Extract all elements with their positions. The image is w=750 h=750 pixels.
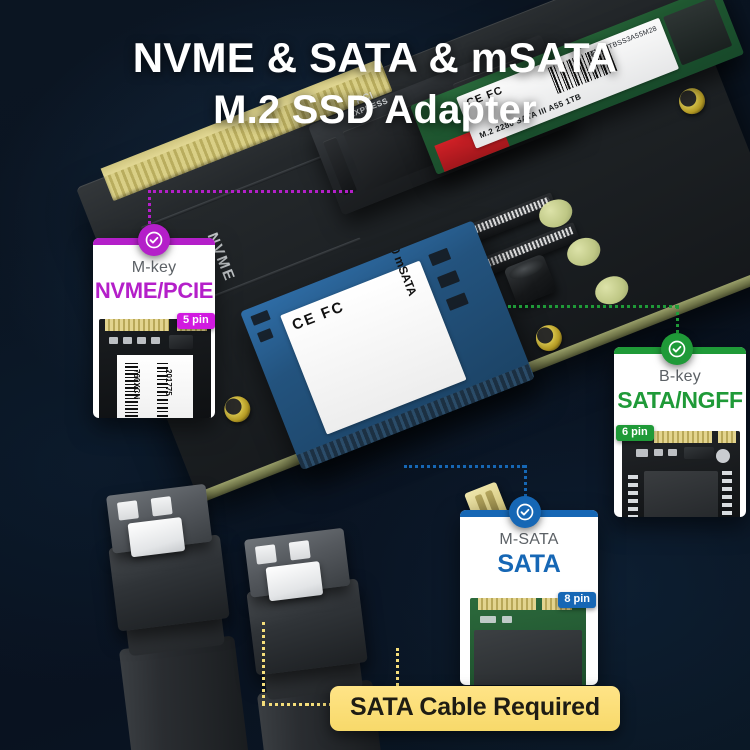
title-line-2: M.2 SSD Adapter [213,88,537,132]
page-title: NVME & SATA & mSATA M.2 SSD Adapter [0,32,750,136]
callout-photo-b-key: 6 pin [614,421,746,517]
check-circle-icon [668,340,686,358]
sata-cable-required-banner: SATA Cable Required [330,686,620,731]
callout-photo-m-key: 760XCN 201775 5 pin [93,311,215,418]
banner-line-left-vertical [262,622,265,704]
callout-card-m-key[interactable]: M-key NVME/PCIE 760XCN 201775 5 pin [93,238,215,418]
mounting-hole [532,321,566,355]
callout-subtitle-b-key: B-key [659,368,701,385]
callout-line-m-key-horizontal [148,190,353,193]
badge-m-key [138,224,170,256]
callout-subtitle-m-key: M-key [131,259,177,276]
callout-photo-m-sata: 8 pin [460,586,598,685]
mini-label-code-2: 201775 [164,369,173,396]
title-line-1: NVME & SATA & mSATA [132,34,618,81]
banner-line-left-horizontal [262,703,308,706]
callout-line-b-key-vertical [676,305,679,347]
mounting-hole [220,392,255,427]
callout-subtitle-m-sata: M-SATA [499,531,559,548]
callout-card-m-sata[interactable]: M-SATA SATA 8 pin [460,510,598,685]
callout-line-msata-vertical [524,465,527,497]
callout-title-m-sata: SATA [497,550,561,578]
callout-line-msata-horizontal [404,465,525,468]
callout-line-b-key-horizontal [508,305,678,308]
solder-pad [590,271,633,310]
pin-tag-b-key: 6 pin [616,425,654,441]
banner-line-right-vertical [396,648,399,704]
mini-label-code-1: 760XCN [132,369,141,400]
callout-card-b-key[interactable]: B-key SATA/NGFF 6 pin [614,347,746,517]
callout-title-m-key: NVME/PCIE [94,278,214,303]
pin-tag-m-sata: 8 pin [558,592,596,608]
badge-b-key [661,333,693,365]
check-circle-icon [145,231,163,249]
banner-line-connector [306,703,332,706]
pin-tag-m-key: 5 pin [177,313,215,329]
check-circle-icon [516,503,534,521]
msata-cert-marks: CE FC [289,298,348,335]
callout-title-b-key: SATA/NGFF [617,387,743,413]
callout-line-m-key-vertical [148,190,151,242]
badge-m-sata [509,496,541,528]
